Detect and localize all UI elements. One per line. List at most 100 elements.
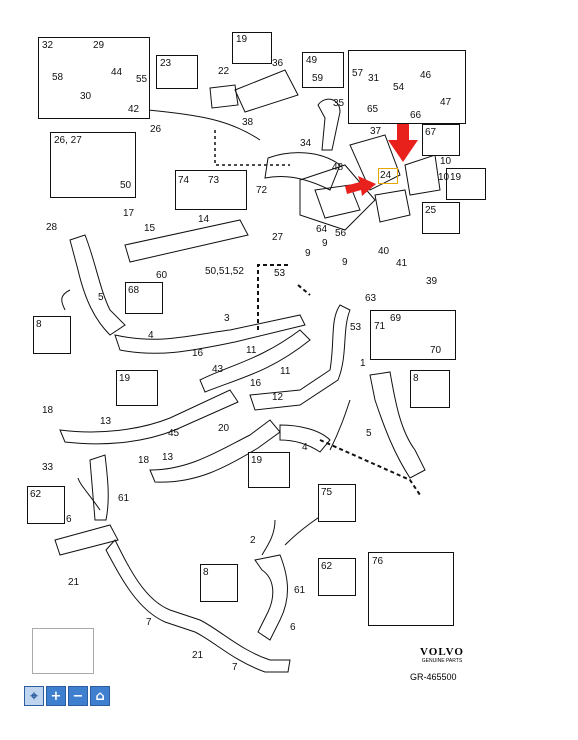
tube-3 — [114, 314, 306, 354]
label-58: 58 — [52, 72, 64, 83]
label-35: 35 — [333, 98, 345, 109]
label-38: 38 — [242, 117, 254, 128]
box-26-27 — [50, 132, 136, 198]
label-76: 76 — [372, 556, 384, 567]
label-63: 63 — [365, 293, 377, 304]
duct-34 — [264, 152, 341, 191]
label-5-right: 5 — [366, 428, 372, 439]
label-46: 46 — [420, 70, 432, 81]
box-8-left — [33, 316, 71, 354]
label-50-51-52: 50,51,52 — [205, 266, 244, 277]
label-30: 30 — [80, 91, 92, 102]
home-button[interactable]: ⌂ — [90, 686, 110, 706]
label-36: 36 — [272, 58, 284, 69]
red-arrow-right — [345, 176, 376, 196]
label-9-a: 9 — [322, 238, 328, 249]
label-40: 40 — [378, 246, 390, 257]
label-2: 2 — [250, 535, 256, 546]
cursor-icon: ⌖ — [30, 688, 38, 704]
label-47: 47 — [440, 97, 452, 108]
label-10-bottom: 10 — [438, 172, 450, 183]
box-cable-group — [38, 37, 150, 119]
box-68 — [125, 282, 163, 314]
label-7-a: 7 — [146, 617, 152, 628]
label-25: 25 — [425, 205, 437, 216]
label-75: 75 — [321, 487, 333, 498]
tube-45 — [59, 389, 239, 445]
duct-36 — [234, 69, 299, 113]
label-44: 44 — [111, 67, 123, 78]
label-42: 42 — [128, 104, 140, 115]
red-arrow-down — [388, 112, 418, 162]
label-6-right: 6 — [290, 622, 296, 633]
highlight-arrows — [345, 112, 418, 196]
duct-37 — [349, 134, 401, 191]
label-61-right: 61 — [294, 585, 306, 596]
label-8-bottom: 8 — [203, 567, 209, 578]
label-67: 67 — [425, 127, 437, 138]
label-43: 43 — [212, 364, 224, 375]
label-71: 71 — [374, 321, 386, 332]
label-19-lower: 19 — [251, 455, 263, 466]
brand-subtitle: GENUINE PARTS — [421, 658, 463, 664]
plus-icon: + — [50, 688, 62, 704]
label-74: 74 — [178, 175, 190, 186]
box-8-right — [410, 370, 450, 408]
label-4-left: 4 — [148, 330, 154, 341]
box-67 — [422, 124, 460, 156]
label-18-b: 18 — [138, 455, 150, 466]
label-70: 70 — [430, 345, 442, 356]
heater-core — [299, 164, 376, 231]
label-11-a: 11 — [246, 345, 257, 356]
box-25 — [422, 202, 460, 234]
zoom-in-button[interactable]: + — [46, 686, 66, 706]
duct-10 — [404, 154, 441, 196]
label-14: 14 — [198, 214, 210, 225]
label-73: 73 — [208, 175, 220, 186]
label-17: 17 — [123, 208, 135, 219]
zoom-out-button[interactable]: − — [68, 686, 88, 706]
label-56: 56 — [335, 228, 347, 239]
dashed-connector-1 — [257, 264, 290, 330]
label-19-right: 19 — [450, 172, 462, 183]
duct-4-right — [279, 424, 331, 453]
label-23: 23 — [160, 58, 172, 69]
label-12: 12 — [272, 392, 284, 403]
box-76 — [368, 552, 454, 626]
dashed-connector-2 — [297, 284, 311, 296]
label-19-mid: 19 — [119, 373, 131, 384]
label-4-right: 4 — [302, 442, 308, 453]
label-26: 26 — [150, 124, 162, 135]
label-27: 27 — [272, 232, 284, 243]
duct-5-right — [369, 371, 426, 479]
label-50: 50 — [120, 180, 132, 191]
highlight-part-24 — [378, 168, 398, 184]
duct-5-left — [69, 234, 126, 336]
home-icon: ⌂ — [95, 688, 105, 704]
label-65: 65 — [367, 104, 379, 115]
label-72: 72 — [256, 185, 268, 196]
label-22: 22 — [218, 66, 230, 77]
box-23 — [156, 55, 198, 89]
label-11-b: 11 — [280, 366, 291, 377]
tube-11 — [199, 329, 311, 393]
label-66: 66 — [410, 110, 422, 121]
label-13-b: 13 — [162, 452, 174, 463]
duct-61-center — [254, 554, 288, 641]
tube-11b — [249, 304, 351, 411]
label-16-a: 16 — [192, 348, 204, 359]
label-10-top: 10 — [440, 156, 452, 167]
label-5-left: 5 — [98, 292, 104, 303]
label-13-a: 13 — [100, 416, 112, 427]
label-31: 31 — [368, 73, 380, 84]
car-thumbnail[interactable] — [32, 628, 94, 674]
select-tool-button[interactable]: ⌖ — [24, 686, 44, 706]
dashed-connector-4 — [214, 130, 290, 166]
box-19-top — [232, 32, 272, 64]
dashed-connector-3 — [319, 439, 421, 496]
label-3: 3 — [224, 313, 230, 324]
label-48: 48 — [332, 162, 344, 173]
label-60: 60 — [156, 270, 168, 281]
label-20: 20 — [218, 423, 230, 434]
